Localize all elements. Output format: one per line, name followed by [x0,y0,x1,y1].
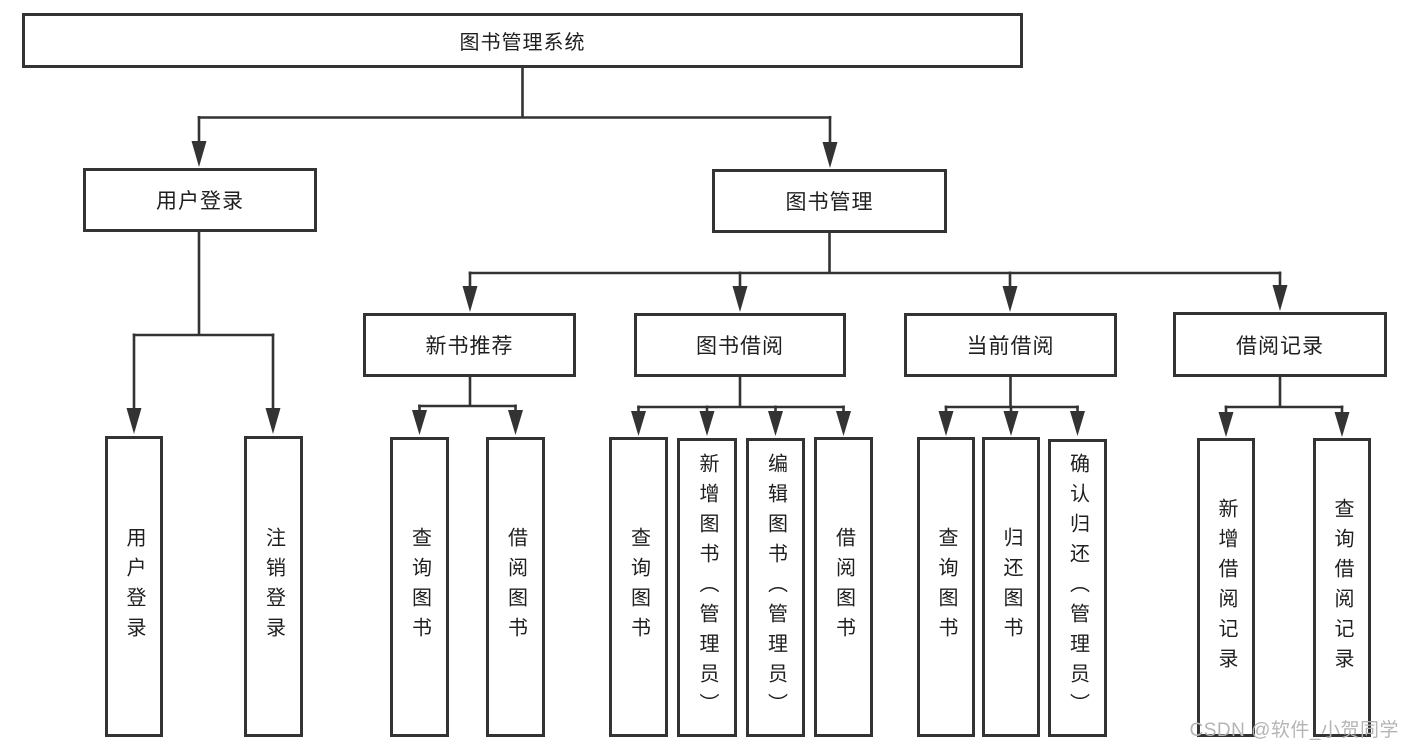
node-book-management-system: 图书管理系统 [22,13,1023,68]
node-user-login: 用户登录 [83,168,317,232]
leaf-add-book-admin: 新增图书（管理员） [677,438,737,737]
leaf-confirm-return-admin: 确认归还（管理员） [1048,439,1107,737]
node-book-borrowing: 图书借阅 [634,313,846,377]
node-book-management: 图书管理 [712,169,947,233]
leaf-edit-book-admin: 编辑图书（管理员） [746,438,805,737]
leaf-query-books-borrowing: 查询图书 [609,437,668,737]
leaf-borrow-books-borrowing: 借阅图书 [814,437,873,737]
leaf-query-borrow-record: 查询借阅记录 [1313,438,1371,737]
leaf-user-login: 用户登录 [105,436,163,737]
leaf-add-borrow-record: 新增借阅记录 [1197,438,1255,737]
node-current-borrowing: 当前借阅 [904,313,1117,377]
leaf-query-books-recommendation: 查询图书 [390,437,449,737]
watermark: CSDN @软件_小贺同学 [1189,720,1399,741]
node-new-book-recommendation: 新书推荐 [363,313,576,377]
leaf-return-books: 归还图书 [982,437,1040,737]
node-borrowing-records: 借阅记录 [1173,312,1387,377]
leaf-query-books-current: 查询图书 [917,437,975,737]
leaf-logout: 注销登录 [244,436,303,737]
leaf-borrow-books-recommendation: 借阅图书 [486,437,545,737]
